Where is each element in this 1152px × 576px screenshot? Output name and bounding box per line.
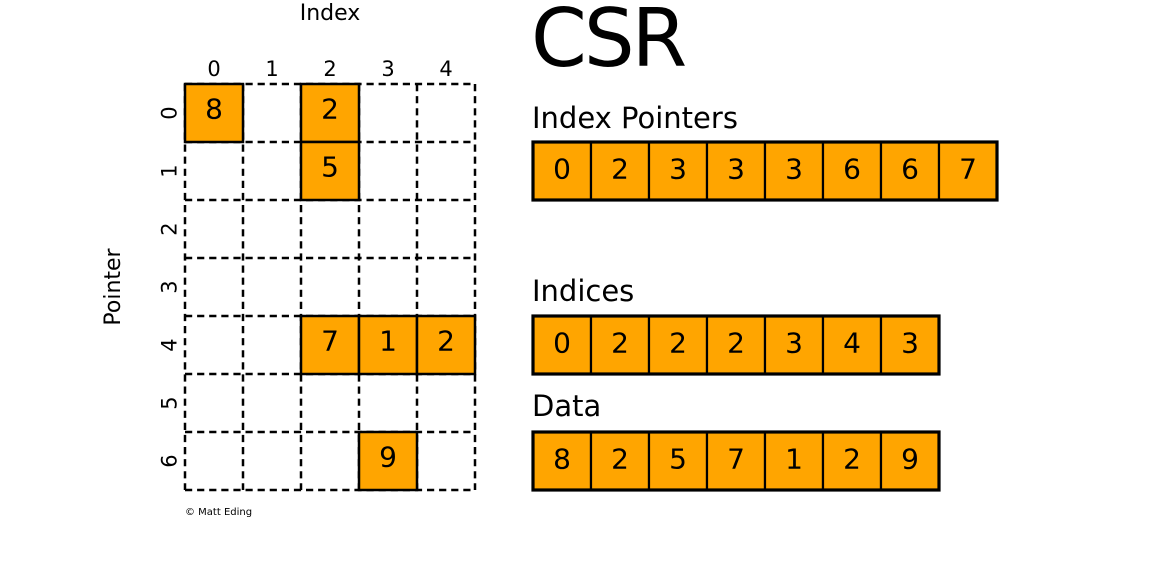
array-cell-value: 6 xyxy=(901,153,919,186)
array-cell-value: 3 xyxy=(727,153,745,186)
matrix-col-label: 0 xyxy=(207,57,221,81)
array-cell-value: 3 xyxy=(785,327,803,360)
array-cell-value: 4 xyxy=(843,327,861,360)
array-cell-value: 2 xyxy=(611,443,629,476)
matrix-cell xyxy=(299,82,361,144)
matrix-cell-value: 8 xyxy=(205,93,223,126)
matrix-cell xyxy=(357,430,419,492)
matrix-row-label: 1 xyxy=(157,164,182,178)
array-outline xyxy=(531,140,999,202)
array-cell-value: 7 xyxy=(959,153,977,186)
matrix-row-label: 2 xyxy=(157,222,182,236)
array-outline xyxy=(531,430,941,492)
matrix-row-label: 4 xyxy=(157,338,182,352)
matrix-cell xyxy=(299,140,361,202)
array-cell-value: 0 xyxy=(553,153,571,186)
array-label-data: Data xyxy=(532,389,602,423)
array-cell-value: 3 xyxy=(785,153,803,186)
array-cell-value: 0 xyxy=(553,327,571,360)
matrix-col-label: 1 xyxy=(265,57,279,81)
array-cell-value: 2 xyxy=(843,443,861,476)
credit-text: © Matt Eding xyxy=(185,507,253,518)
array-cell-value: 8 xyxy=(553,443,571,476)
matrix-cell-value: 1 xyxy=(379,325,397,358)
array-cell-value: 2 xyxy=(727,327,745,360)
matrix-cell xyxy=(183,82,245,144)
matrix-col-label: 3 xyxy=(381,57,395,81)
array-cell-value: 1 xyxy=(785,443,803,476)
array-label-index-pointers: Index Pointers xyxy=(532,101,738,135)
array-cell-value: 9 xyxy=(901,443,919,476)
matrix-row-label: 3 xyxy=(157,280,182,294)
matrix-row-label: 0 xyxy=(157,106,182,120)
matrix-cell-value: 9 xyxy=(379,441,397,474)
matrix-row-label: 6 xyxy=(157,454,182,468)
array-cell xyxy=(879,314,941,376)
array-cell-value: 2 xyxy=(669,327,687,360)
matrix-cell-value: 7 xyxy=(321,325,339,358)
array-outline xyxy=(531,314,941,376)
matrix-row-label: 5 xyxy=(157,396,182,410)
array-cell-value: 7 xyxy=(727,443,745,476)
array-cell-value: 6 xyxy=(843,153,861,186)
array-cell-value: 3 xyxy=(901,327,919,360)
array-cell-value: 2 xyxy=(611,153,629,186)
x-axis-title: Index xyxy=(299,1,361,26)
matrix-cell-value: 2 xyxy=(321,93,339,126)
array-cell xyxy=(705,314,767,376)
array-label-indices: Indices xyxy=(532,274,635,308)
array-cell-value: 3 xyxy=(669,153,687,186)
array-cell-value: 2 xyxy=(611,327,629,360)
matrix-cell xyxy=(415,314,477,376)
matrix-cell xyxy=(357,314,419,376)
matrix-cell-value: 2 xyxy=(437,325,455,358)
array-cell xyxy=(763,140,825,202)
array-cell-value: 5 xyxy=(669,443,687,476)
matrix-col-label: 2 xyxy=(323,57,337,81)
matrix-col-label: 4 xyxy=(439,57,453,81)
figure-title: CSR xyxy=(531,0,687,85)
matrix-cell-value: 5 xyxy=(321,151,339,184)
matrix-cell xyxy=(299,314,361,376)
y-axis-title: Pointer xyxy=(101,248,126,326)
